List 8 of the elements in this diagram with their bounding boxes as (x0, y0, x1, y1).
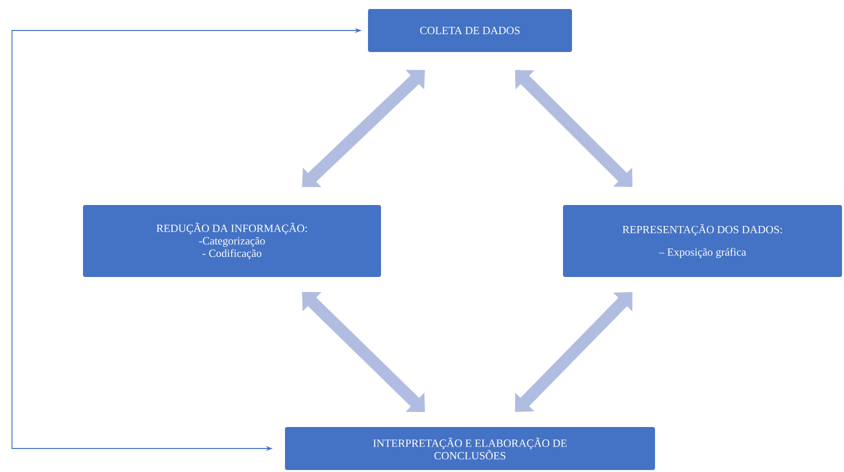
block-arrow (302, 292, 425, 412)
block-arrow (515, 70, 632, 187)
block-arrow (302, 70, 425, 188)
process-box: INTERPRETAÇÃO E ELABORAÇÃO DE CONCLUSÕES (285, 427, 655, 470)
process-box: REDUÇÃO DA INFORMAÇÃO: -Categorização - Codificação (83, 205, 381, 277)
process-box: REPRESENTAÇÃO DOS DADOS: – Exposição gráfica (563, 205, 842, 277)
block-arrow (515, 292, 632, 412)
process-box: COLETA DE DADOS (368, 9, 572, 52)
